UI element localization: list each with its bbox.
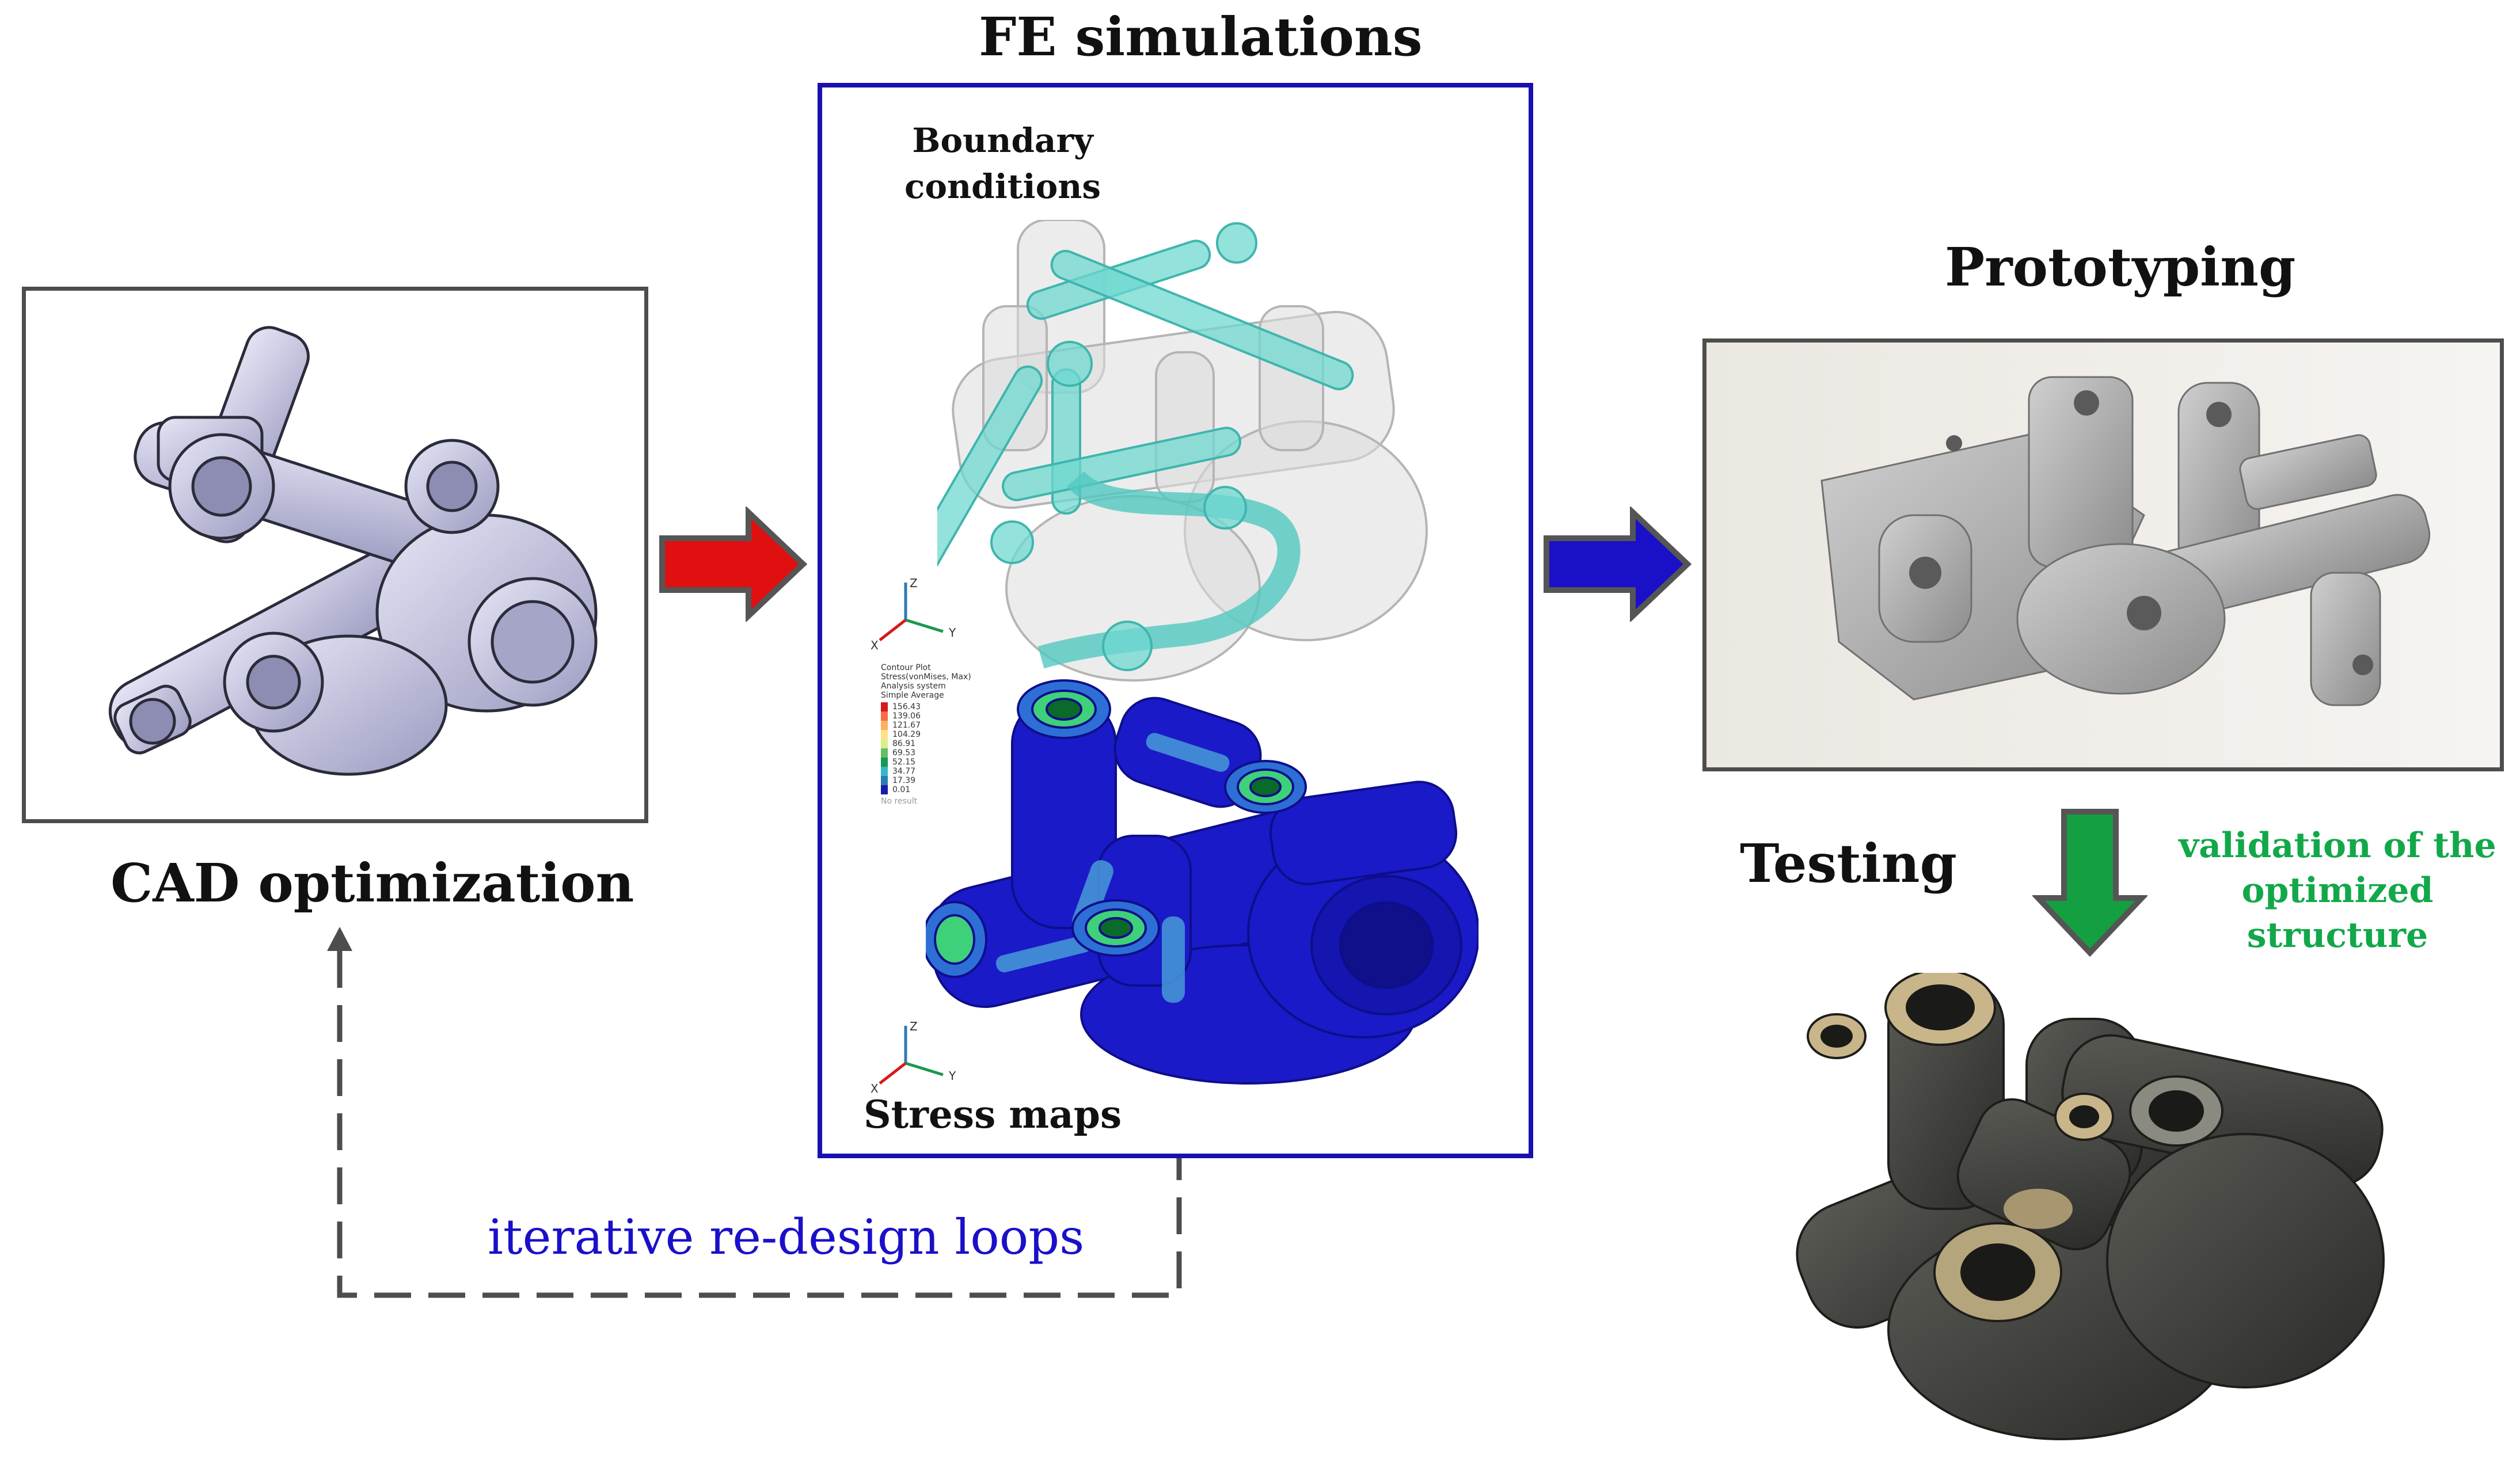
legend-row: 17.39 <box>881 776 985 785</box>
prototyping-title: Prototyping <box>1945 236 2296 298</box>
legend-value: 0.01 <box>892 785 911 794</box>
prototyping-panel <box>1702 338 2504 771</box>
cad-optimization-panel <box>22 287 648 823</box>
red-arrow-icon <box>659 507 808 622</box>
legend-value: 121.67 <box>892 721 921 730</box>
loop-arrowhead-icon <box>327 927 352 951</box>
legend-swatch <box>881 776 888 785</box>
green-arrow-icon <box>2032 809 2147 957</box>
boundary-conditions-model <box>937 220 1428 682</box>
legend-row: 156.43 <box>881 702 985 712</box>
legend-line-4: Simple Average <box>881 691 944 700</box>
validation-line-2: optimized structure <box>2241 870 2434 956</box>
legend-line-2: Stress(vonMises, Max) <box>881 672 971 682</box>
axis-triad-icon: Z Y X <box>871 577 956 652</box>
contour-legend: Contour Plot Stress(vonMises, Max) Analy… <box>881 663 985 806</box>
tested-part-photo <box>1796 973 2385 1440</box>
testing-label: Testing <box>1740 832 1957 895</box>
legend-value: 139.06 <box>892 712 921 721</box>
boundary-conditions-line2: conditions <box>904 167 1101 206</box>
prototype-photo <box>1706 343 2500 767</box>
legend-swatch <box>881 730 888 739</box>
axis-y-label-bottom: Y <box>948 1069 956 1083</box>
axis-triad-bottom-icon: Z Y X <box>871 1020 956 1095</box>
boundary-conditions-label: Boundary conditions <box>904 117 1101 210</box>
boundary-conditions-line1: Boundary <box>912 121 1093 160</box>
stress-maps-label: Stress maps <box>864 1092 1122 1137</box>
axis-y-label: Y <box>948 626 956 640</box>
legend-swatch <box>881 785 888 794</box>
legend-value: 52.15 <box>892 758 916 767</box>
legend-value: 104.29 <box>892 730 921 739</box>
legend-swatch <box>881 767 888 776</box>
legend-footer: No result <box>881 797 918 806</box>
legend-swatch <box>881 739 888 748</box>
iterative-loop-label: iterative re-design loops <box>488 1209 1085 1265</box>
legend-value: 156.43 <box>892 702 921 712</box>
cad-model-illustration <box>108 326 598 776</box>
legend-row: 0.01 <box>881 785 985 794</box>
axis-z-label-bottom: Z <box>910 1020 918 1033</box>
legend-swatch <box>881 721 888 730</box>
iterative-loop-path <box>327 927 1182 1298</box>
legend-swatch <box>881 758 888 767</box>
validation-note: validation of the optimized structure <box>2165 823 2510 958</box>
legend-value: 69.53 <box>892 748 916 758</box>
legend-row: 139.06 <box>881 712 985 721</box>
blue-arrow-icon <box>1544 507 1692 622</box>
legend-row: 69.53 <box>881 748 985 758</box>
axis-z-label: Z <box>910 577 918 590</box>
legend-value: 86.91 <box>892 739 916 748</box>
axis-x-label: X <box>871 638 879 652</box>
validation-line-1: validation of the <box>2179 825 2496 866</box>
legend-swatch <box>881 702 888 712</box>
legend-row: 86.91 <box>881 739 985 748</box>
legend-line-3: Analysis system <box>881 682 946 691</box>
legend-row: 121.67 <box>881 721 985 730</box>
legend-row: 34.77 <box>881 767 985 776</box>
fe-simulations-panel: Boundary conditions <box>818 83 1533 1158</box>
legend-row: 104.29 <box>881 730 985 739</box>
fe-simulations-title: FE simulations <box>979 6 1423 68</box>
legend-row: 52.15 <box>881 758 985 767</box>
cad-optimization-label: CAD optimization <box>111 852 634 914</box>
legend-swatch <box>881 712 888 721</box>
legend-value: 34.77 <box>892 767 916 776</box>
axis-x-label-bottom: X <box>871 1082 879 1095</box>
legend-line-1: Contour Plot <box>881 663 931 672</box>
stress-map-model <box>926 679 1478 1085</box>
legend-value: 17.39 <box>892 776 916 785</box>
legend-swatch <box>881 748 888 758</box>
